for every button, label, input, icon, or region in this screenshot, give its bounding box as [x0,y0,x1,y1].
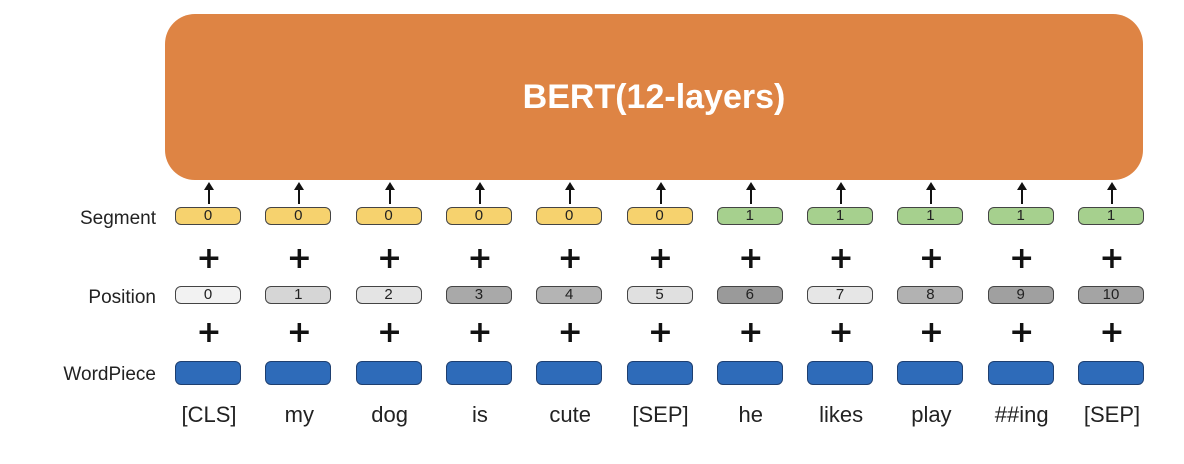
plus-sign: + [1009,241,1035,276]
plus-sign: + [647,315,674,350]
token-column: 0 +5 + [SEP] [626,0,696,464]
plus-sign: + [467,315,493,350]
wordpiece-embedding [445,361,512,385]
token-column: 0 +1 + my [264,0,334,464]
position-embedding: 6 [716,286,783,304]
token-word: dog [371,402,408,427]
wordpiece-embedding [716,361,783,385]
position-embedding: 4 [536,286,603,304]
plus-sign: + [467,241,493,276]
wordpiece-embedding [1078,361,1144,385]
position-embedding: 9 [987,286,1054,304]
wordpiece-row-label: WordPiece [63,364,156,385]
segment-embedding: 0 [265,207,332,225]
token-column: 0 +4 + cute [535,0,605,464]
plus-sign: + [738,241,764,276]
arrow-up-icon [836,182,847,204]
segment-embedding: 1 [987,207,1054,225]
position-embedding: 0 [175,286,241,304]
position-embedding: 7 [807,286,874,304]
position-embedding: 10 [1078,286,1144,304]
wordpiece-embedding [265,361,332,385]
wordpiece-embedding [807,361,874,385]
plus-sign: + [1099,315,1125,350]
arrow-up-icon [384,182,395,204]
position-embedding: 8 [897,286,964,304]
plus-sign: + [738,315,764,350]
arrow-up-icon [1107,182,1117,204]
plus-sign: + [557,241,583,276]
token-column: 0 +0 + [CLS] [174,0,244,464]
position-embedding: 2 [355,286,422,304]
plus-sign: + [828,315,854,350]
segment-row-label: Segment [79,208,156,229]
token-word: my [284,402,314,427]
plus-sign: + [377,315,403,350]
bert-title: BERT(12-layers) [522,77,786,116]
position-embedding: 3 [445,286,512,304]
arrow-up-icon [294,182,305,204]
token-column: 1 +8 + play [896,0,966,464]
wordpiece-embedding [175,361,241,385]
wordpiece-embedding [897,361,964,385]
arrow-up-icon [655,182,666,204]
plus-sign: + [286,241,312,276]
token-column: 1 +6 + he [716,0,786,464]
segment-embedding: 1 [716,207,783,225]
token-word: [CLS] [181,402,237,427]
plus-sign: + [377,241,403,276]
plus-sign: + [647,241,674,276]
segment-embedding: 0 [355,207,422,225]
wordpiece-embedding [355,361,422,385]
token-word: play [911,402,952,427]
position-row-label: Position [88,287,156,308]
segment-embedding: 1 [897,207,964,225]
token-word: likes [819,402,864,427]
plus-sign: + [918,241,944,276]
token-column: 1 +9 + ##ing [987,0,1057,464]
token-word: he [738,402,764,427]
token-column: 0 +2 + dog [355,0,425,464]
arrow-up-icon [926,182,937,204]
segment-embedding: 0 [626,207,693,225]
plus-sign: + [918,315,944,350]
plus-sign: + [557,315,583,350]
segment-embedding: 1 [1078,207,1144,225]
position-embedding: 1 [265,286,332,304]
wordpiece-embedding [987,361,1054,385]
token-word: ##ing [994,402,1049,427]
wordpiece-embedding [626,361,693,385]
plus-sign: + [828,241,854,276]
bert-model-box: BERT(12-layers) [165,14,1143,180]
token-word: is [471,402,488,427]
token-column: 0 +3 + is [445,0,515,464]
wordpiece-embedding [536,361,603,385]
plus-sign: + [1009,315,1035,350]
token-word: [SEP] [632,402,689,427]
plus-sign: + [196,315,222,350]
segment-embedding: 0 [175,207,241,225]
token-word: cute [549,402,591,427]
token-column: 1 +7 + likes [806,0,876,464]
arrow-up-icon [474,182,485,204]
position-embedding: 5 [626,286,693,304]
plus-sign: + [196,241,222,276]
token-column: 1 +10 + [SEP] [1077,0,1147,464]
segment-embedding: 0 [536,207,603,225]
token-word: [SEP] [1083,402,1141,427]
arrow-up-icon [204,182,214,204]
arrow-up-icon [565,182,576,204]
segment-embedding: 1 [807,207,874,225]
arrow-up-icon [745,182,756,204]
arrow-up-icon [1016,182,1027,204]
plus-sign: + [1099,241,1125,276]
segment-embedding: 0 [445,207,512,225]
plus-sign: + [286,315,312,350]
